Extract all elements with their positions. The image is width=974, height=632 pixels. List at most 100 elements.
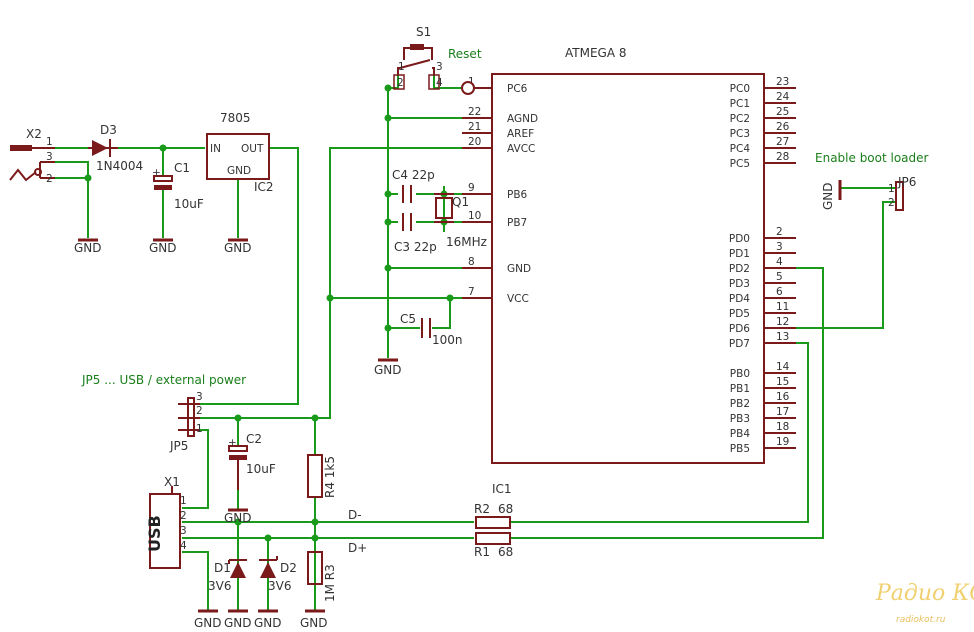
- jp6-gnd-label: GND: [821, 182, 835, 210]
- reg-gnd-label: GND: [227, 165, 251, 177]
- svg-text:GND: GND: [149, 241, 177, 255]
- svg-text:4: 4: [180, 540, 187, 552]
- watermark-logo: Радио КОТ radiokot.ru: [875, 581, 974, 625]
- reg-out-label: OUT: [241, 143, 264, 155]
- mcu-pin-name: PD0: [729, 233, 750, 245]
- mcu-pin-number: 24: [776, 91, 790, 103]
- svg-text:GND: GND: [74, 241, 102, 255]
- mcu-pin-name: PC2: [730, 113, 750, 125]
- mcu-pin-name: PC5: [730, 158, 750, 170]
- c4-label: C4 22p: [392, 168, 435, 182]
- d2-label: D2: [280, 561, 297, 575]
- c1-value: 10uF: [174, 197, 204, 211]
- svg-text:3: 3: [180, 525, 187, 537]
- x2-label: X2: [26, 127, 42, 141]
- svg-text:1: 1: [196, 423, 203, 435]
- r1-value: 68: [498, 545, 513, 559]
- ic2-label: IC2: [254, 180, 274, 194]
- mcu-pin-name: AREF: [507, 128, 534, 140]
- mcu-pin-number: 10: [468, 210, 481, 222]
- svg-text:2: 2: [196, 405, 203, 417]
- mcu-pin-name: PC3: [730, 128, 750, 140]
- svg-text:+: +: [228, 437, 237, 449]
- mcu-pin-number: 25: [776, 106, 789, 118]
- capacitor-c2: + C2 10uF GND: [224, 432, 276, 525]
- ground-symbols-bottom: GND GND GND GND: [194, 609, 328, 630]
- svg-text:1: 1: [180, 495, 187, 507]
- switch-s1: S1 Reset 1 2 3 4: [393, 25, 482, 90]
- crystal-caps: C4 22p C3 22p Q1 16MHz: [392, 168, 487, 254]
- svg-text:GND: GND: [224, 511, 252, 525]
- r4-label: R4 1k5: [323, 456, 337, 498]
- r2-label: R2: [474, 502, 490, 516]
- svg-text:2: 2: [888, 197, 895, 209]
- d1-label: D1: [214, 561, 231, 575]
- svg-text:3: 3: [196, 391, 203, 403]
- mcu-pin-name: PB0: [730, 368, 750, 380]
- c5-label: C5: [400, 312, 416, 326]
- svg-text:+: +: [152, 167, 161, 179]
- resistors-r1-r2: IC1 R2 68 R1 68 D- D+: [348, 482, 513, 559]
- mcu-pin-number: 18: [776, 421, 789, 433]
- svg-text:radiokot.ru: radiokot.ru: [896, 615, 946, 625]
- dminus-label: D-: [348, 508, 362, 522]
- r1-label: R1: [474, 545, 490, 559]
- zener-d1: D1 3V6: [208, 559, 247, 593]
- jp5-label: JP5: [169, 439, 188, 453]
- svg-text:GND: GND: [374, 363, 402, 377]
- mcu-pin-name: PC0: [730, 83, 750, 95]
- mcu-pin-name: PB4: [730, 428, 751, 440]
- mcu-pin-name: GND: [507, 263, 531, 275]
- reg-in-label: IN: [210, 143, 221, 155]
- jumper-jp6: GND JP6 1 2 Enable boot loader: [815, 151, 929, 211]
- svg-text:3: 3: [46, 151, 53, 163]
- mcu-pin-number: 3: [776, 241, 783, 253]
- mcu-pin-number: 22: [468, 106, 481, 118]
- mcu-title: ATMEGA 8: [565, 46, 627, 60]
- c2-value: 10uF: [246, 462, 276, 476]
- mcu-left-pins: 1PC622AGND21AREF20AVCC9PB610PB78GND7VCC: [462, 76, 538, 305]
- svg-text:GND: GND: [300, 616, 328, 630]
- mcu-pin-number: 5: [776, 271, 783, 283]
- boot-loader-label: Enable boot loader: [815, 151, 929, 165]
- mcu-pin-number: 9: [468, 182, 475, 194]
- d2-value: 3V6: [268, 579, 291, 593]
- mcu-pin-number: 2: [776, 226, 783, 238]
- mcu-pin-number: 20: [468, 136, 481, 148]
- mcu-pin-name: PD2: [729, 263, 750, 275]
- s1-label: S1: [416, 25, 431, 39]
- mcu-pin-name: PD7: [729, 338, 750, 350]
- ic1-label: IC1: [492, 482, 512, 496]
- mcu-pin-number: 16: [776, 391, 790, 403]
- mcu-pin-name: PB1: [730, 383, 750, 395]
- usb-connector-x1: X1 USB 1 2 3 4: [145, 475, 187, 569]
- ground-symbols-top: GND GND GND: [74, 238, 252, 255]
- mcu-pin-name: PD5: [729, 308, 750, 320]
- mcu-pin-number: 26: [776, 121, 790, 133]
- c2-label: C2: [246, 432, 262, 446]
- mcu-pin-name: PB6: [507, 189, 528, 201]
- d1-value: 3V6: [208, 579, 231, 593]
- mcu-pin-number: 11: [776, 301, 789, 313]
- dplus-label: D+: [348, 541, 367, 555]
- mcu-pin-number: 8: [468, 256, 475, 268]
- mcu-pin-number: 15: [776, 376, 789, 388]
- mcu-pin-number: 27: [776, 136, 789, 148]
- mcu-pin-name: AGND: [507, 113, 538, 125]
- mcu-pin-number: 14: [776, 361, 790, 373]
- mcu-pin-name: PC1: [730, 98, 750, 110]
- svg-text:1: 1: [398, 61, 405, 73]
- mcu-pin-name: PD6: [729, 323, 750, 335]
- mcu-pin-name: PD3: [729, 278, 750, 290]
- mcu-pin-number: 17: [776, 406, 789, 418]
- mcu-pin-number: 23: [776, 76, 789, 88]
- mcu-pin-name: AVCC: [507, 143, 535, 155]
- x1-label: X1: [164, 475, 180, 489]
- svg-text:2: 2: [180, 510, 187, 522]
- svg-text:GND: GND: [224, 241, 252, 255]
- mcu-atmega8: ATMEGA 8 1PC622AGND21AREF20AVCC9PB610PB7…: [461, 46, 796, 464]
- mcu-pin-number: 21: [468, 121, 481, 133]
- reg-label: 7805: [220, 111, 251, 125]
- mcu-pin-name: PC6: [507, 83, 528, 95]
